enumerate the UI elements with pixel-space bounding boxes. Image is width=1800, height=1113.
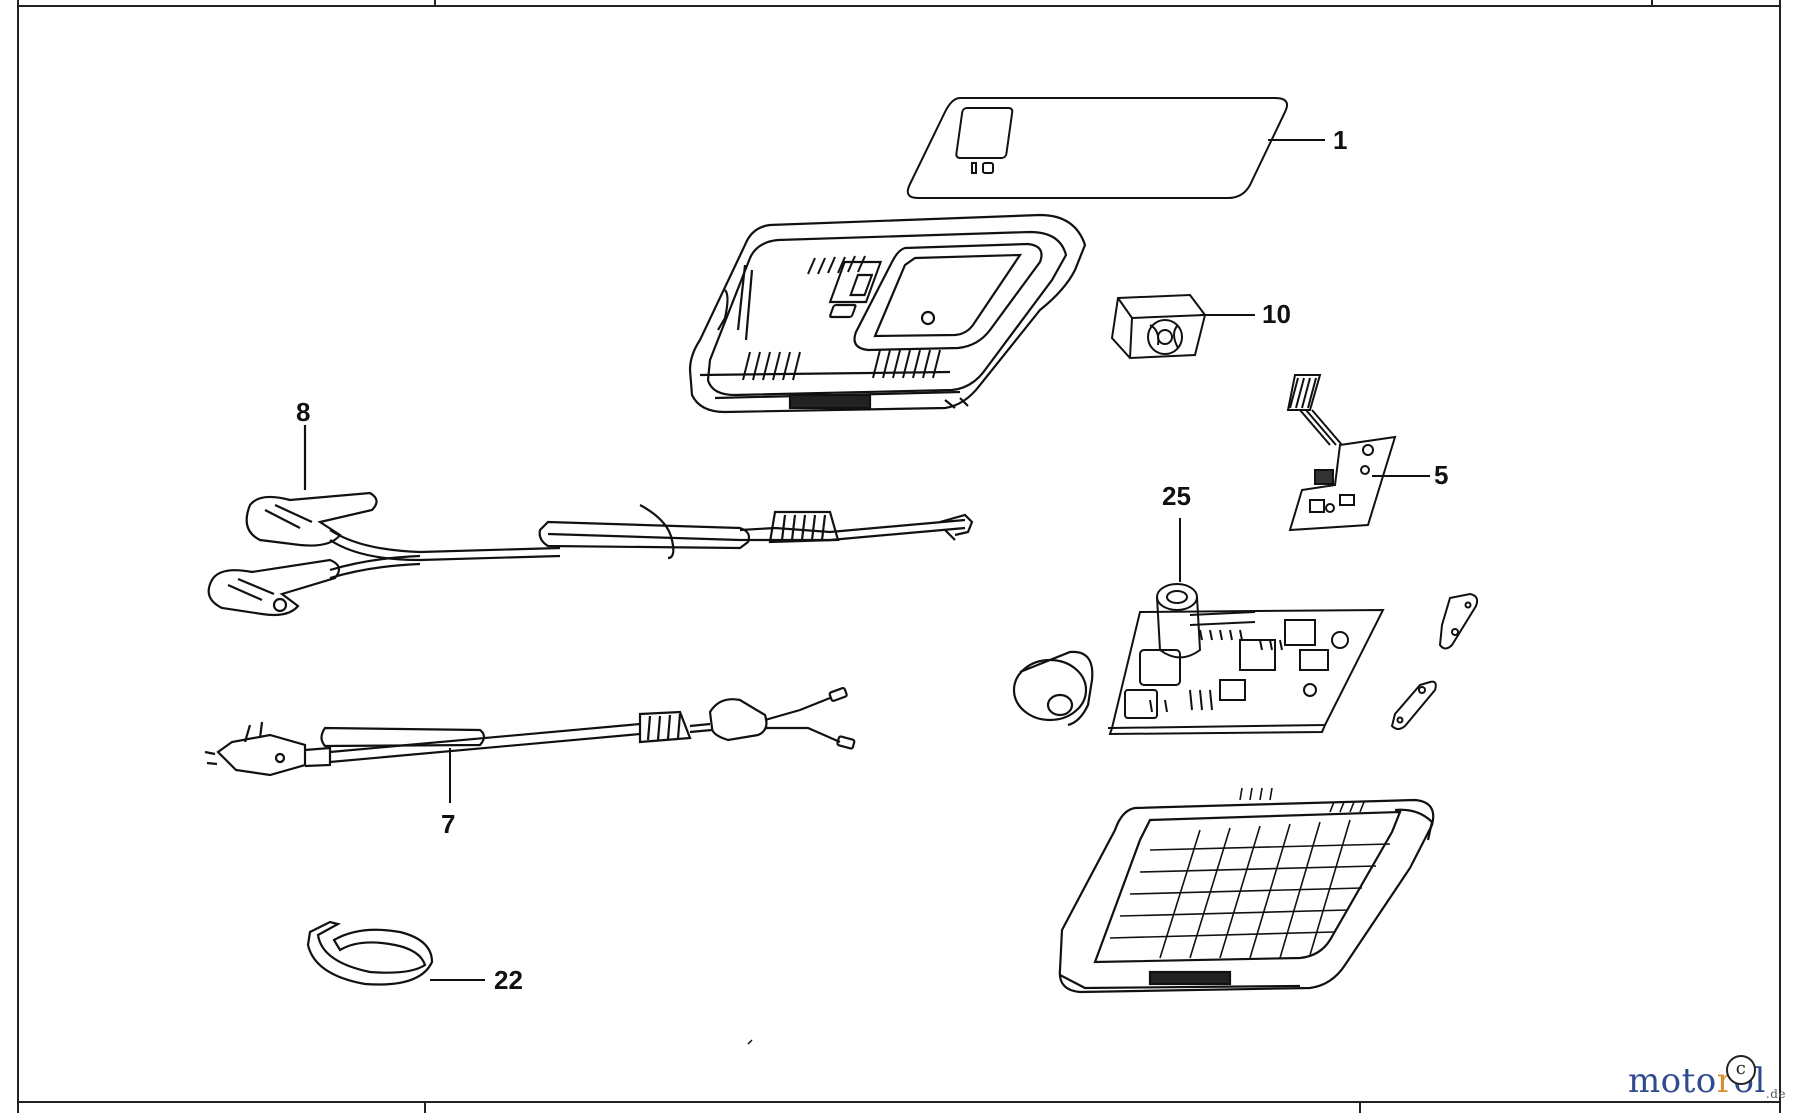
display-pcb-part: [1286, 374, 1397, 532]
callout-1: 1: [1333, 125, 1347, 155]
base-housing-part: [1058, 798, 1435, 994]
copyright-icon: c: [1726, 1055, 1756, 1085]
top-cover-part: [688, 213, 1087, 414]
callout-22: 22: [494, 965, 523, 995]
clamp-cable-part: [207, 425, 974, 617]
drawing-frame: [17, 0, 1781, 1113]
main-pcb-part: [1108, 583, 1385, 736]
label-sticker-part: [906, 97, 1288, 199]
base-housing-grid: [1109, 787, 1391, 959]
mains-cable-part: [204, 686, 856, 777]
callout-8: 8: [296, 397, 310, 427]
watermark-logo: motorol.de c: [1627, 1055, 1786, 1101]
toroid-part: [1012, 650, 1094, 727]
watermark-tld: .de: [1765, 1087, 1786, 1101]
callout-7: 7: [441, 809, 455, 839]
watermark-brand-a: moto: [1627, 1061, 1717, 1101]
fan-part: [1110, 293, 1207, 360]
callout-25: 25: [1162, 481, 1191, 511]
callout-5: 5: [1434, 460, 1448, 490]
stray-mark: [747, 1039, 753, 1045]
heatsink-clips: [1390, 592, 1479, 730]
cable-clip-part: [306, 920, 434, 986]
top-cover-vents: [742, 255, 941, 381]
callout-10: 10: [1262, 299, 1291, 329]
